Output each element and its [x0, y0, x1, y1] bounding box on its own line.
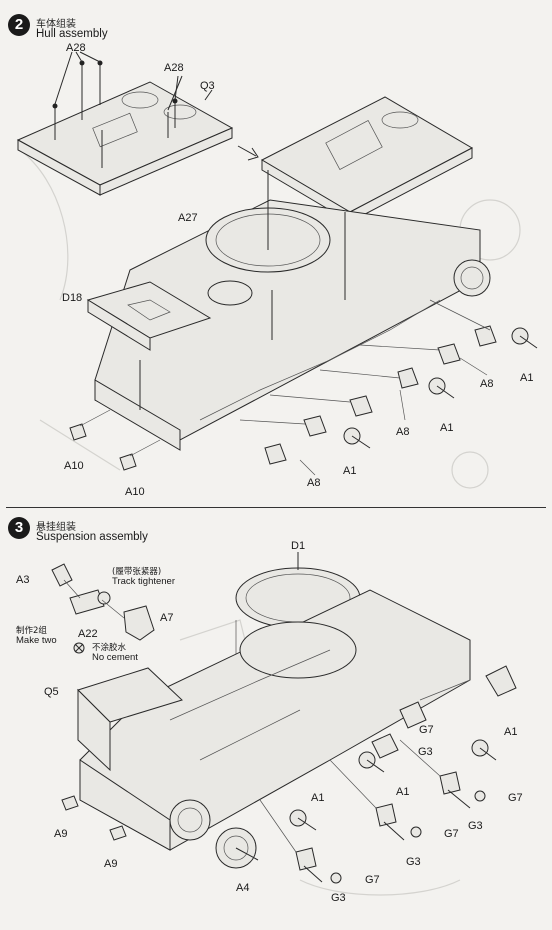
a10-parts [69, 409, 161, 471]
label-g7-2: G7 [508, 792, 523, 804]
track-tightener-cn: (履带张紧器) [112, 567, 162, 577]
label-q5: Q5 [44, 686, 59, 698]
label-a8-1: A8 [480, 378, 494, 390]
a4-sprocket [215, 827, 259, 869]
top-plate-left [16, 51, 234, 196]
label-a8-3: A8 [307, 477, 321, 489]
label-d18: D18 [62, 292, 83, 304]
track-tightener-en: Track tightener [112, 576, 176, 587]
hull-lower [79, 589, 471, 851]
assembly-arrow [237, 145, 259, 161]
label-a27: A27 [178, 212, 198, 224]
label-a1-2: A1 [396, 786, 410, 798]
label-g7-1: G7 [419, 724, 434, 736]
no-cement-en: No cement [92, 652, 138, 663]
no-cement-cn: 不涂胶水 [92, 643, 127, 653]
label-q3: Q3 [200, 80, 215, 92]
step-number-badge: 3 [8, 517, 30, 539]
label-a28-right: A28 [164, 62, 184, 74]
suspension-arms [259, 665, 517, 884]
track-tightener-subassembly [51, 563, 155, 654]
label-a9-2: A9 [104, 858, 118, 870]
label-g7-3: G7 [444, 828, 459, 840]
label-a7: A7 [160, 612, 174, 624]
label-a8-2: A8 [396, 426, 410, 438]
label-a1-3: A1 [343, 465, 357, 477]
label-a3: A3 [16, 574, 30, 586]
label-a10-left: A10 [64, 460, 84, 472]
step-title-cn: 车体组装 [36, 19, 76, 30]
label-a9-1: A9 [54, 828, 68, 840]
label-a1-1: A1 [520, 372, 534, 384]
hull-body [94, 170, 491, 451]
label-a4: A4 [236, 882, 250, 894]
label-a28-left: A28 [66, 42, 86, 54]
d18-plate [86, 281, 212, 351]
label-g3-3: G3 [406, 856, 421, 868]
label-g3-1: G3 [418, 746, 433, 758]
step-number-badge: 2 [8, 14, 30, 36]
label-a1-3: A1 [311, 792, 325, 804]
q5-fender [77, 667, 183, 772]
label-d1: D1 [291, 540, 306, 552]
step-title-en: Suspension assembly [36, 531, 148, 543]
label-g3-2: G3 [468, 820, 483, 832]
label-g3-4: G3 [331, 892, 346, 904]
step-title-cn: 悬挂组装 [36, 522, 76, 533]
a9-parts [61, 795, 127, 841]
label-g7-4: G7 [365, 874, 380, 886]
road-wheel-arms [239, 299, 538, 476]
make-two-cn: 制作2组 [16, 626, 47, 636]
step-title-en: Hull assembly [36, 28, 108, 40]
section-divider [6, 507, 546, 508]
label-a22: A22 [78, 628, 98, 640]
make-two-en: Make two [16, 635, 57, 646]
label-a1-1: A1 [504, 726, 518, 738]
label-a1-2: A1 [440, 422, 454, 434]
label-a10-right: A10 [125, 486, 145, 498]
